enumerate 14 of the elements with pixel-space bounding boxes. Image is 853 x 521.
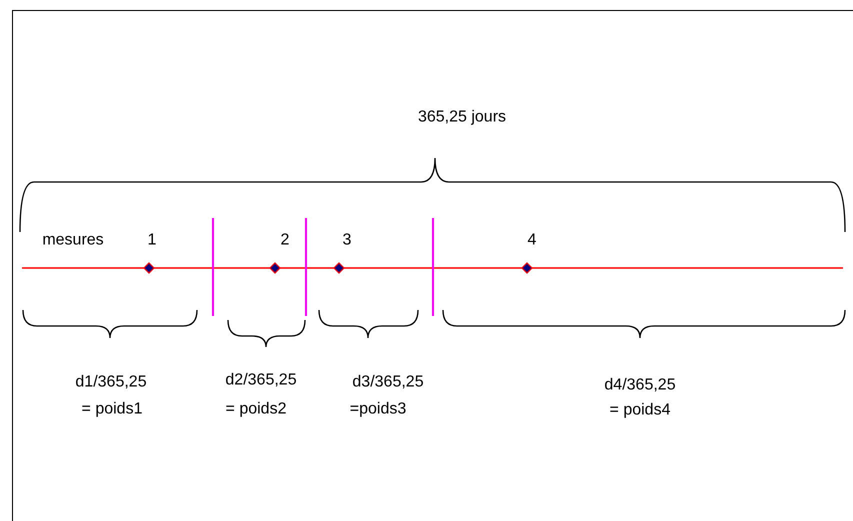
label: d1/365,25 (75, 372, 147, 392)
label: mesures (42, 230, 104, 250)
label: = poids1 (82, 399, 142, 419)
label: 365,25 jours (418, 107, 506, 127)
label: 3 (342, 230, 352, 250)
label: 4 (528, 230, 536, 250)
label: = poids2 (226, 399, 286, 419)
label: 1 (148, 230, 156, 250)
label: d3/365,25 (352, 372, 424, 392)
label: d2/365,25 (225, 370, 297, 390)
label: = poids4 (610, 400, 670, 420)
label: =poids3 (350, 399, 406, 419)
label: 2 (280, 230, 290, 250)
label: d4/365,25 (604, 375, 676, 395)
